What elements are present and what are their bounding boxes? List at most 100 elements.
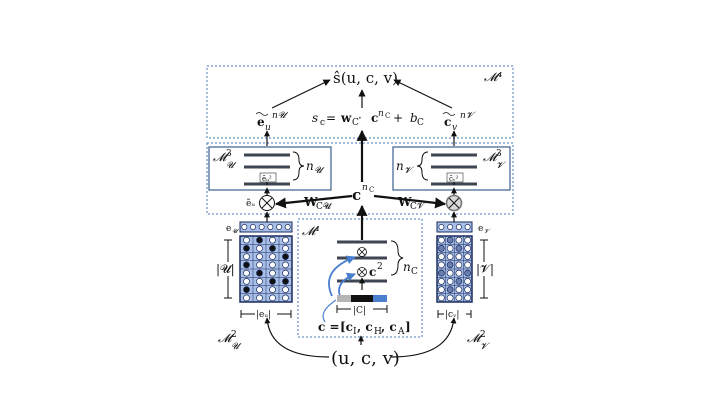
m2-u-label: 𝓜 2 𝓤 [218, 330, 242, 352]
arrow-cnc-to-otimes-u [274, 194, 353, 209]
ctx-seg-black [351, 295, 373, 302]
svg-text:𝓜: 𝓜 [213, 150, 230, 164]
vector-cell [276, 224, 282, 230]
svg-text:C: C [385, 112, 390, 120]
svg-text:𝓤: 𝓤 [232, 228, 240, 235]
matrix-cell [438, 269, 445, 277]
svg-text:n: n [378, 109, 384, 119]
svg-text:𝓥: 𝓥 [404, 166, 415, 176]
matrix-cell [256, 278, 263, 285]
matrix-cell [464, 253, 471, 260]
svg-text:]: ] [405, 320, 411, 334]
matrix-cell [256, 286, 263, 293]
svg-text:|cᵥ|: |cᵥ| [445, 310, 459, 320]
matrix-cell [464, 261, 471, 269]
svg-text:𝓜: 𝓜 [218, 331, 235, 345]
svg-text:n: n [403, 260, 411, 274]
svg-text:n𝓥: n𝓥 [460, 111, 477, 121]
matrix-cell [446, 278, 454, 285]
matrix-cell [256, 253, 263, 260]
ctx-seg-blue [373, 295, 387, 302]
svg-text:ẽᵤ: ẽᵤ [246, 198, 255, 209]
matrix-cell [256, 294, 263, 302]
cv2-tag [446, 172, 464, 183]
svg-text:c: c [320, 118, 325, 128]
matrix-cell [256, 261, 263, 269]
s-hat-output: ŝ(u, c, v) [333, 69, 398, 87]
m3-v-label: 𝓜 3 𝓥 [483, 149, 507, 171]
w-cu-label: W C𝓤 [303, 195, 333, 212]
svg-text:s: s [312, 111, 318, 125]
ev-vector: e 𝓥 [478, 224, 491, 235]
w-cv-label: W C𝓥 [397, 195, 426, 212]
svg-text:e: e [478, 224, 483, 234]
m3-u-label: 𝓜 3 𝓤 [213, 149, 237, 171]
matrix-cell [269, 269, 276, 277]
matrix-cell [438, 278, 445, 285]
matrix-cell [243, 261, 250, 269]
svg-text:e: e [226, 224, 231, 234]
matrix-cell [464, 286, 471, 293]
ev-vector-dots [438, 224, 471, 230]
matrix-cell [464, 269, 471, 277]
eu-tilde-small-label: ẽᵤ [246, 198, 255, 209]
c-definition: c = [c I , c H , c A ] [318, 320, 411, 337]
c2-label: c 2 [369, 262, 383, 279]
svg-text:=: = [326, 111, 336, 125]
svg-text:c: c [371, 111, 378, 125]
vector-cell [455, 224, 462, 230]
matrix-cell [455, 253, 463, 260]
svg-text:n: n [396, 159, 404, 173]
arrow-tuple-to-v [390, 317, 457, 358]
matrix-cell [282, 286, 289, 293]
c-nc-node: c n C [352, 183, 374, 204]
vector-cell [464, 224, 471, 230]
u-matrix-dots [240, 236, 292, 302]
svg-text:n𝓤: n𝓤 [272, 111, 289, 121]
n-v-label: n 𝓥 [396, 159, 415, 176]
svg-text:n: n [362, 183, 368, 193]
svg-text:c: c [369, 265, 376, 279]
matrix-cell [269, 294, 276, 302]
arrow-cv-to-shat [393, 79, 453, 109]
matrix-cell [243, 278, 250, 285]
svg-text:C: C [417, 118, 424, 128]
svg-text:e: e [257, 115, 265, 129]
svg-text:H: H [374, 327, 382, 337]
card-v-bracket: |𝓥| [475, 239, 497, 299]
svg-text:2: 2 [480, 330, 486, 340]
svg-text:b: b [410, 111, 418, 125]
matrix-cell [269, 253, 276, 260]
svg-text:𝓥: 𝓥 [496, 161, 507, 171]
cv-n-output: c v n𝓥 [442, 111, 477, 133]
m3-u-box [208, 146, 332, 191]
matrix-cell [243, 269, 250, 277]
matrix-cell [243, 236, 250, 244]
m1-otimes-2 [357, 267, 367, 277]
m4-box [206, 65, 514, 139]
svg-text:C𝓥: C𝓥 [410, 202, 426, 212]
svg-text:w: w [340, 111, 352, 125]
matrix-cell [256, 245, 263, 252]
matrix-cell [282, 269, 289, 277]
otimes-v [445, 194, 463, 212]
svg-text:𝓜: 𝓜 [483, 150, 500, 164]
dim-cv-bracket: |cᵥ| [437, 308, 472, 320]
matrix-cell [455, 261, 463, 269]
eu2-tag [259, 172, 277, 183]
matrix-cell [269, 261, 276, 269]
m2-v-label: 𝓜 2 𝓥 [467, 330, 491, 352]
svg-text:𝓤: 𝓤 [314, 166, 325, 176]
matrix-cell [282, 236, 289, 244]
v-matrix-dots [437, 236, 472, 302]
eu-vector-box [239, 221, 293, 233]
matrix-cell [464, 245, 471, 252]
n-u-brace [292, 151, 305, 181]
svg-text:c: c [352, 186, 361, 204]
vector-cell [267, 224, 274, 230]
matrix-cell [256, 236, 263, 244]
ctx-seg-gray [337, 295, 351, 302]
svg-text:𝓤: 𝓤 [226, 161, 237, 171]
matrix-cell [243, 294, 250, 302]
